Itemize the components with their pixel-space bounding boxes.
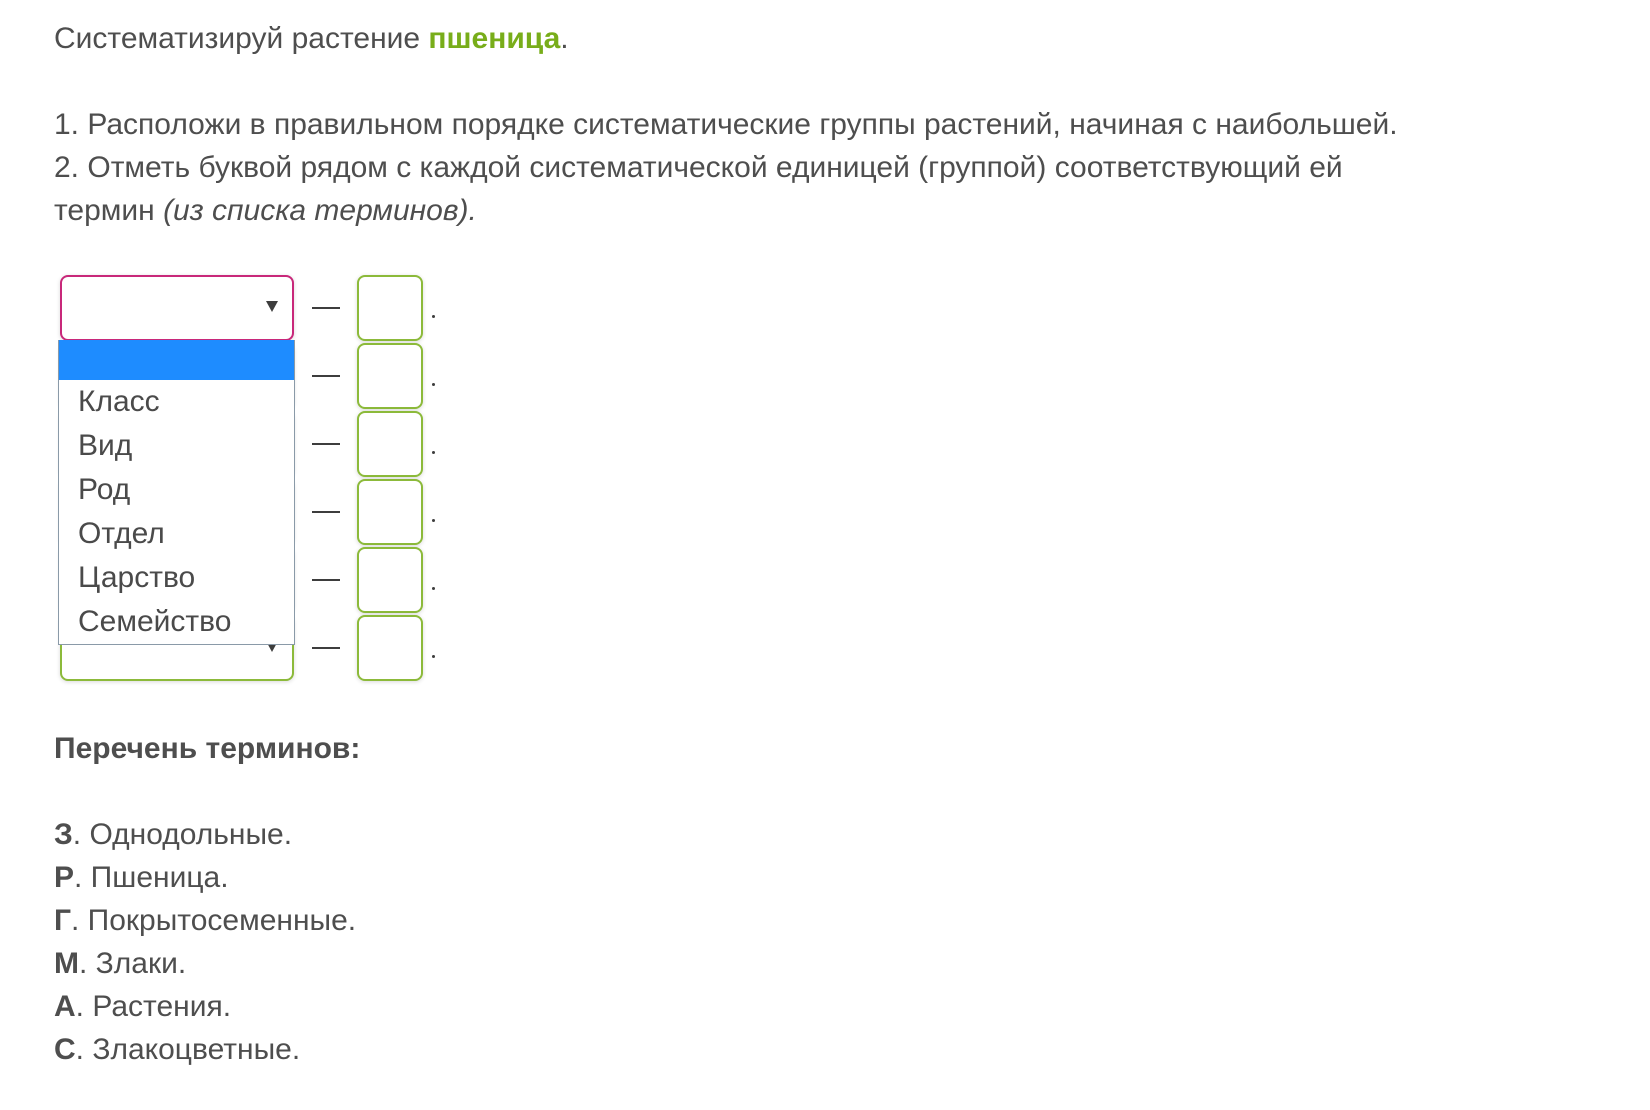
letter-input[interactable] <box>357 343 423 409</box>
letter-input[interactable] <box>357 411 423 477</box>
instruction-1: 1. Расположи в правильном порядке систем… <box>54 108 1398 141</box>
term-item: Р. Пшеница. <box>54 856 229 899</box>
letter-input[interactable] <box>357 275 423 341</box>
term-letter: М <box>54 947 79 980</box>
dash-separator <box>312 307 340 309</box>
instruction-italic: (из списка терминов). <box>163 194 477 227</box>
letter-input[interactable] <box>357 479 423 545</box>
instruction-text: термин <box>54 194 164 227</box>
end-period <box>432 519 435 522</box>
instruction-2-cont: термин (из списка терминов). <box>54 189 477 232</box>
term-text: . Покрытосеменные. <box>71 904 357 937</box>
dash-separator <box>312 647 340 649</box>
dropdown-option-empty-highlighted[interactable] <box>59 340 294 380</box>
end-period <box>432 587 435 590</box>
dropdown-option[interactable]: Семейство <box>78 605 232 638</box>
term-item: Г. Покрытосеменные. <box>54 899 356 942</box>
answer-row <box>0 275 500 343</box>
dash-separator <box>312 511 340 513</box>
letter-input[interactable] <box>357 547 423 613</box>
dropdown-arrow-icon[interactable] <box>266 301 278 312</box>
term-letter: С <box>54 1033 76 1066</box>
letter-input[interactable] <box>357 615 423 681</box>
term-item: М. Злаки. <box>54 942 186 985</box>
plant-name: пшеница <box>428 22 561 55</box>
term-text: . Растения. <box>75 990 232 1023</box>
term-text: . Злакоцветные. <box>75 1033 301 1066</box>
instruction-2: 2. Отметь буквой рядом с каждой системат… <box>54 151 1343 184</box>
term-text: . Злаки. <box>79 947 187 980</box>
dropdown-option[interactable]: Царство <box>78 561 196 594</box>
dash-separator <box>312 579 340 581</box>
dropdown-option[interactable]: Отдел <box>78 517 165 550</box>
term-item: С. Злакоцветные. <box>54 1028 300 1071</box>
term-item: З. Однодольные. <box>54 813 292 856</box>
end-period <box>432 315 435 318</box>
end-period <box>432 655 435 658</box>
task-title: Систематизируй растение пшеница. <box>54 17 569 60</box>
term-text: . Однодольные. <box>72 818 293 851</box>
dropdown-option[interactable]: Вид <box>78 429 133 462</box>
term-item: А. Растения. <box>54 985 231 1028</box>
dropdown-arrow-icon[interactable] <box>266 641 278 652</box>
term-letter: З <box>54 818 73 851</box>
term-letter: Г <box>54 904 72 937</box>
dropdown-option[interactable]: Род <box>78 473 131 506</box>
term-letter: Р <box>54 861 75 894</box>
dash-separator <box>312 443 340 445</box>
title-suffix: . <box>560 22 569 55</box>
group-select[interactable] <box>60 275 294 341</box>
title-text: Систематизируй растение <box>54 22 429 55</box>
dash-separator <box>312 375 340 377</box>
end-period <box>432 451 435 454</box>
term-letter: А <box>54 990 76 1023</box>
terms-heading: Перечень терминов: <box>54 732 361 765</box>
end-period <box>432 383 435 386</box>
dropdown-option[interactable]: Класс <box>78 385 160 418</box>
term-text: . Пшеница. <box>74 861 229 894</box>
